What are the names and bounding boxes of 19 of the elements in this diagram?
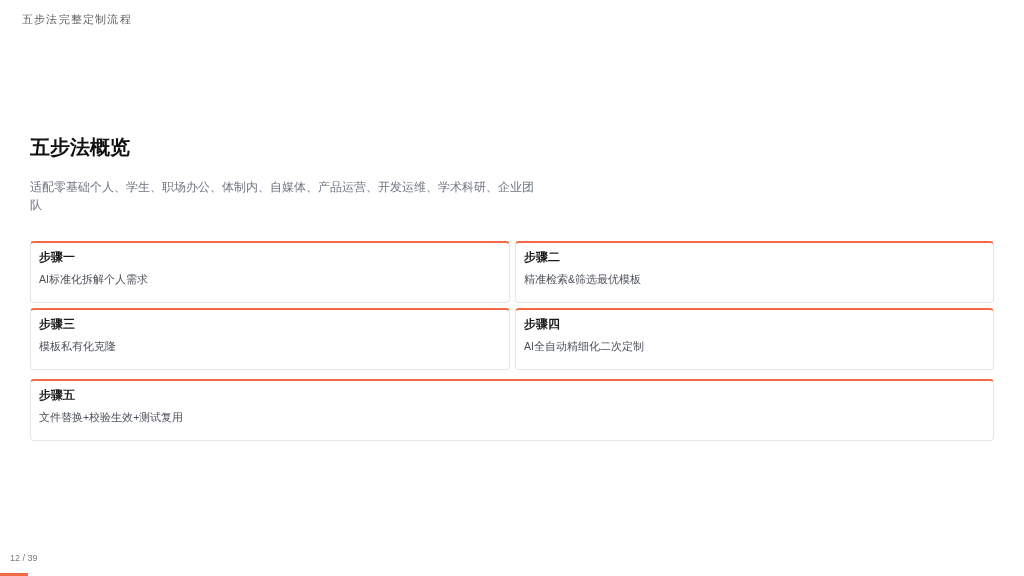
step-card — [515, 308, 994, 370]
step-card — [30, 379, 994, 441]
page-title: 五步法概览 — [30, 135, 130, 160]
step-card — [30, 308, 510, 370]
card-description: AI全自动精细化二次定制 — [524, 339, 644, 353]
page-number: 12 / 39 — [10, 552, 38, 564]
card-heading: 步骤四 — [524, 317, 560, 332]
step-card — [30, 241, 510, 303]
card-heading: 步骤三 — [39, 317, 75, 332]
card-description: 文件替换+校验生效+测试复用 — [39, 410, 184, 424]
card-description: 精准检索&筛选最优模板 — [524, 272, 641, 286]
card-heading: 步骤五 — [39, 388, 75, 403]
subtitle-text: 适配零基础个人、学生、职场办公、体制内、自媒体、产品运营、开发运维、学术科研、企业团队 — [30, 179, 535, 213]
card-description: AI标准化拆解个人需求 — [39, 272, 148, 286]
card-heading: 步骤一 — [39, 250, 75, 265]
card-description: 模板私有化克隆 — [39, 339, 116, 353]
header-text: 五步法完整定制流程 — [22, 12, 132, 26]
step-card — [515, 241, 994, 303]
card-heading: 步骤二 — [524, 250, 560, 265]
